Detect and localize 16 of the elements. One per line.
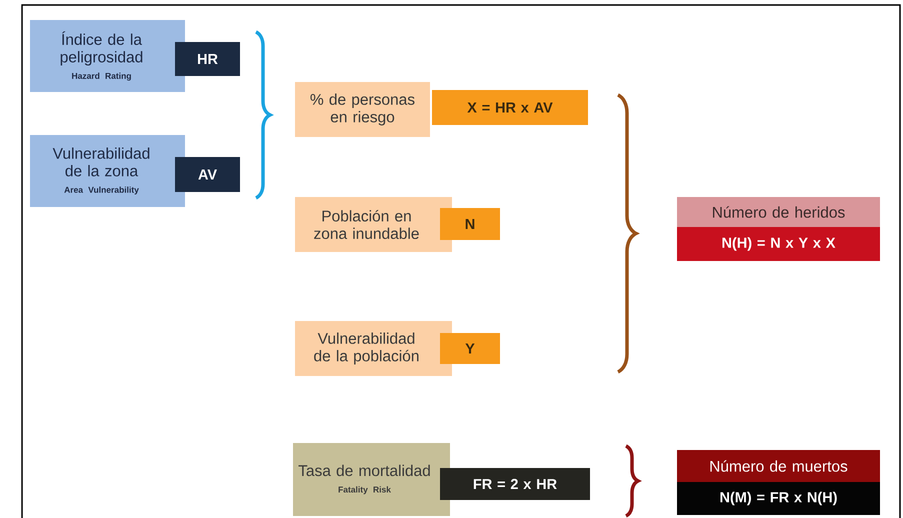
result-header: Número de muertos bbox=[677, 450, 880, 482]
variable-tag: AV bbox=[175, 157, 240, 192]
formula-box: FR = 2 x HR bbox=[440, 468, 590, 500]
variable-tag: Y bbox=[440, 333, 500, 364]
variable-tag: N bbox=[440, 208, 500, 240]
factor-box: Vulnerabilidad de la población bbox=[295, 321, 452, 376]
factor-box: Vulnerabilidad de la zona Area Vulnerability bbox=[30, 135, 185, 207]
variable-tag: X = HR x AV bbox=[432, 90, 588, 125]
factor-box: Índice de la peligrosidad Hazard Rating bbox=[30, 20, 185, 92]
factor-box: % de personas en riesgo bbox=[295, 82, 430, 137]
factor-box: Tasa de mortalidad Fatality Risk bbox=[293, 443, 450, 516]
variable-tag: HR bbox=[175, 42, 240, 76]
formula-box: N(H) = N x Y x X bbox=[677, 227, 880, 261]
factor-box: Población en zona inundable bbox=[295, 197, 452, 252]
formula-box: N(M) = FR x N(H) bbox=[677, 482, 880, 515]
result-header: Número de heridos bbox=[677, 197, 880, 227]
